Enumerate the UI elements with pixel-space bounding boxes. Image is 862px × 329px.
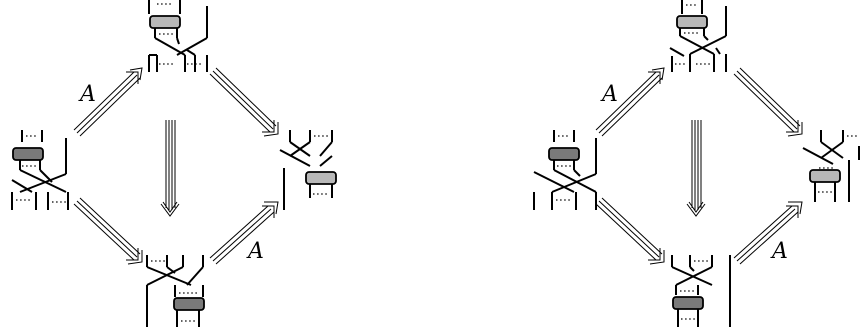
right-bottom-arrow-label: A: [770, 239, 788, 264]
right-arrow-up-left: [595, 67, 665, 137]
right-right-braid: [802, 130, 860, 202]
right-arrow-down-right: [733, 67, 803, 137]
right-bottom-braid: [671, 255, 731, 327]
right-top-braid: [669, 0, 727, 72]
left-arrow-up-left: [73, 67, 143, 137]
right-diagram: A A: [533, 0, 860, 327]
left-right-braid: [279, 130, 337, 210]
right-left-braid: [533, 130, 597, 210]
left-arrow-up-right: [209, 201, 279, 265]
left-bottom-arrow-label: A: [246, 239, 264, 264]
right-top-arrow-label: A: [600, 82, 618, 107]
right-quad-arrow-center: [686, 120, 706, 217]
left-bottom-braid: [146, 255, 205, 327]
left-left-braid: [11, 130, 69, 210]
right-arrow-down-left: [595, 197, 665, 265]
left-top-braid: [148, 0, 208, 72]
left-top-arrow-label: A: [78, 82, 96, 107]
left-quad-arrow-center: [160, 120, 180, 217]
left-arrow-down-left: [73, 197, 143, 265]
right-arrow-up-right: [733, 201, 803, 265]
left-arrow-down-right: [209, 67, 279, 137]
left-diagram: A A: [11, 0, 337, 327]
